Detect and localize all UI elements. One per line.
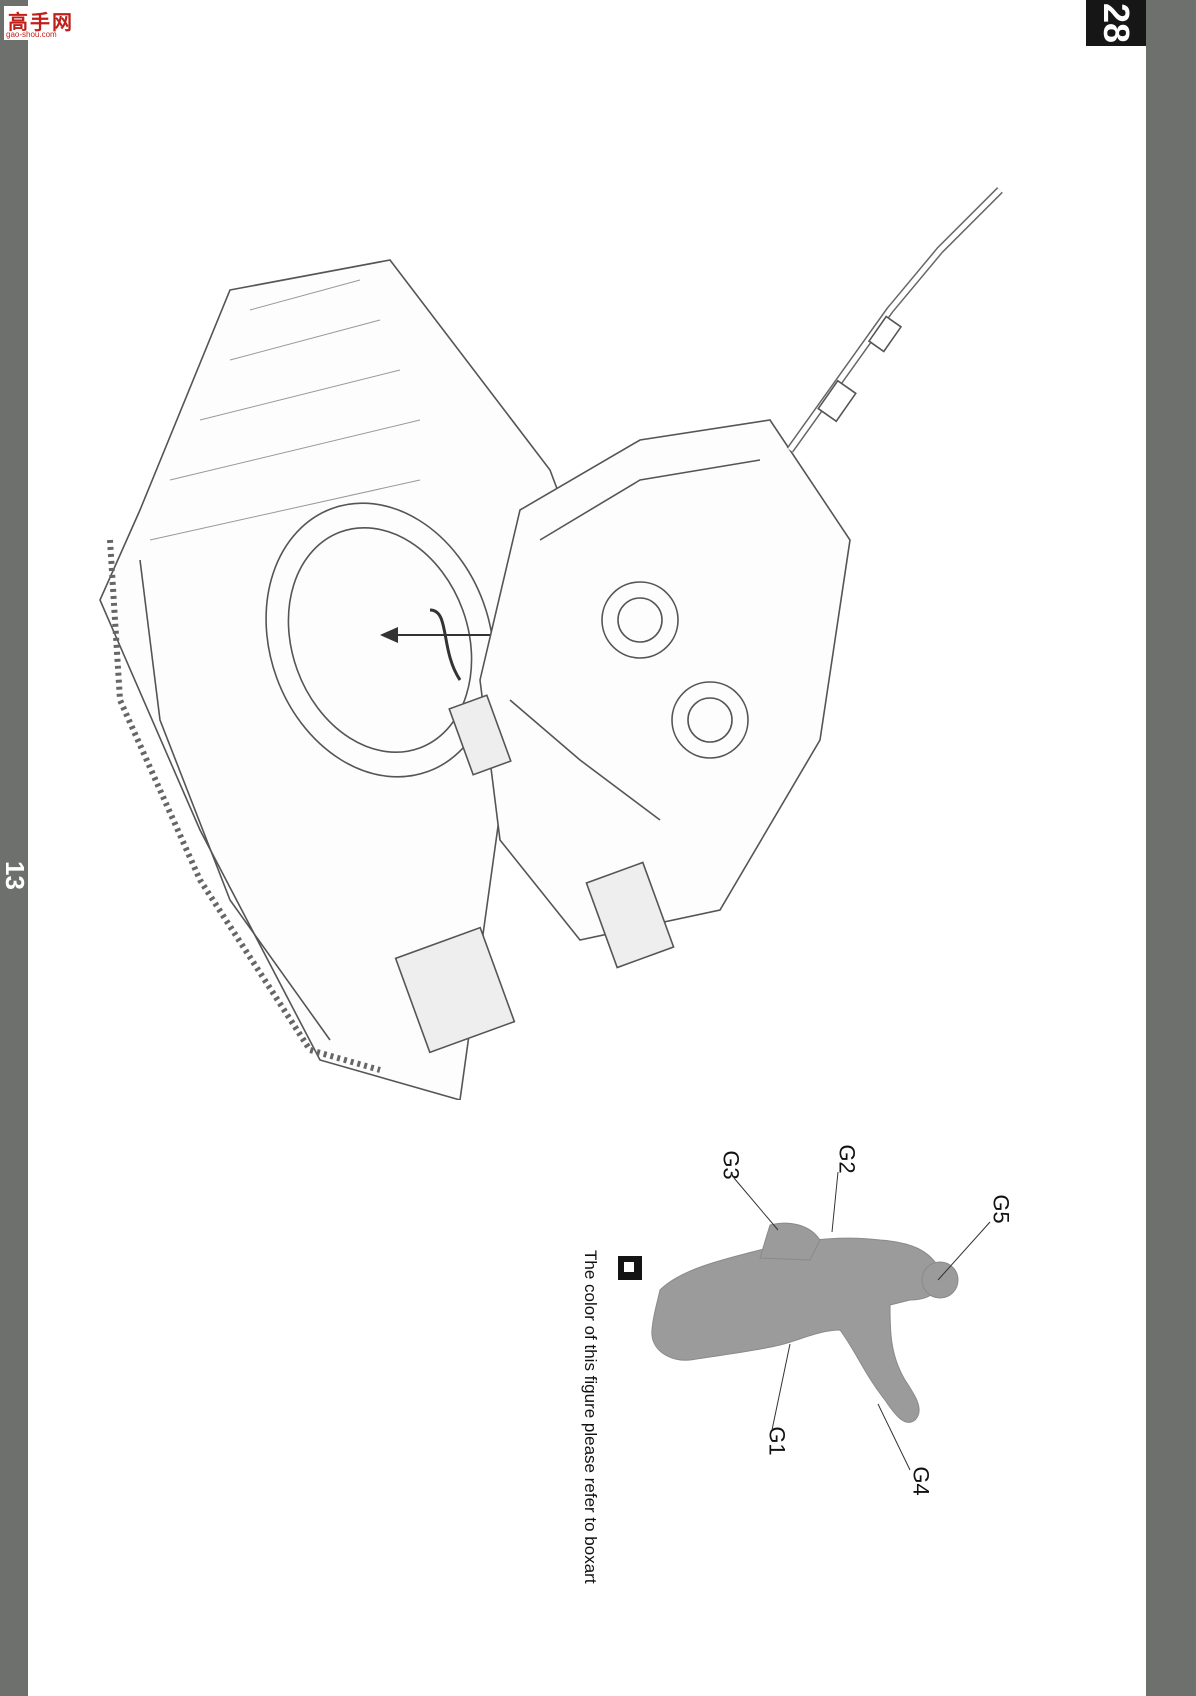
part-label-g5: G5 <box>988 1194 1014 1224</box>
step-number-badge: 28 <box>1086 0 1146 46</box>
commander-hatch <box>601 581 679 659</box>
part-label-g3: G3 <box>718 1150 744 1180</box>
loader-hatch <box>671 681 749 759</box>
page-number: 13 <box>0 860 30 890</box>
tank-assembly-drawing <box>99 187 1003 1100</box>
right-margin-band <box>1146 0 1196 1696</box>
left-margin-band <box>0 0 28 1696</box>
site-logo: 高手网 gao-shou.com <box>4 6 78 40</box>
part-label-g4: G4 <box>908 1466 934 1496</box>
figure-head <box>921 1261 959 1299</box>
info-icon <box>618 1256 642 1280</box>
part-label-g2: G2 <box>834 1144 860 1174</box>
color-note: The color of this figure please refer to… <box>581 1250 600 1584</box>
part-label-g1: G1 <box>764 1426 790 1456</box>
turret-ring <box>265 502 495 778</box>
crew-figure <box>651 1222 959 1423</box>
